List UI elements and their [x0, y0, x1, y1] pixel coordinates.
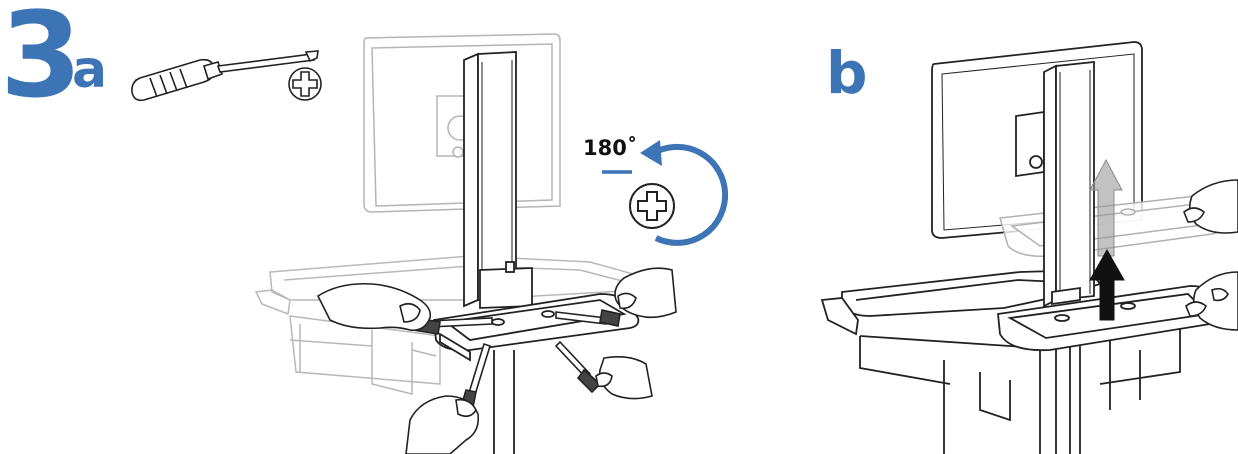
screw-head-icon: [629, 183, 675, 229]
step-number: 3: [0, 0, 82, 124]
cart-pole: [463, 51, 533, 454]
cart-tray: [820, 269, 1181, 454]
lift-up-arrow-icon: [1089, 158, 1125, 321]
panel-b-label: b: [826, 39, 868, 107]
panel-b-cart: [820, 41, 1238, 454]
hands-panel-a: [316, 267, 677, 454]
monitor-ghost: [363, 33, 561, 213]
rotate-ccw-icon: [602, 140, 729, 246]
rotation-angle-label: 180˚: [583, 136, 638, 160]
cart-pole-b: [1043, 61, 1095, 454]
screwdriver-icon: [131, 50, 319, 102]
mounting-plate: [433, 293, 640, 362]
panel-a-cart: [254, 33, 677, 454]
phillips-screw-icon: [288, 67, 322, 101]
hands-panel-b: [1183, 179, 1238, 331]
panel-a-label: a: [72, 40, 108, 100]
